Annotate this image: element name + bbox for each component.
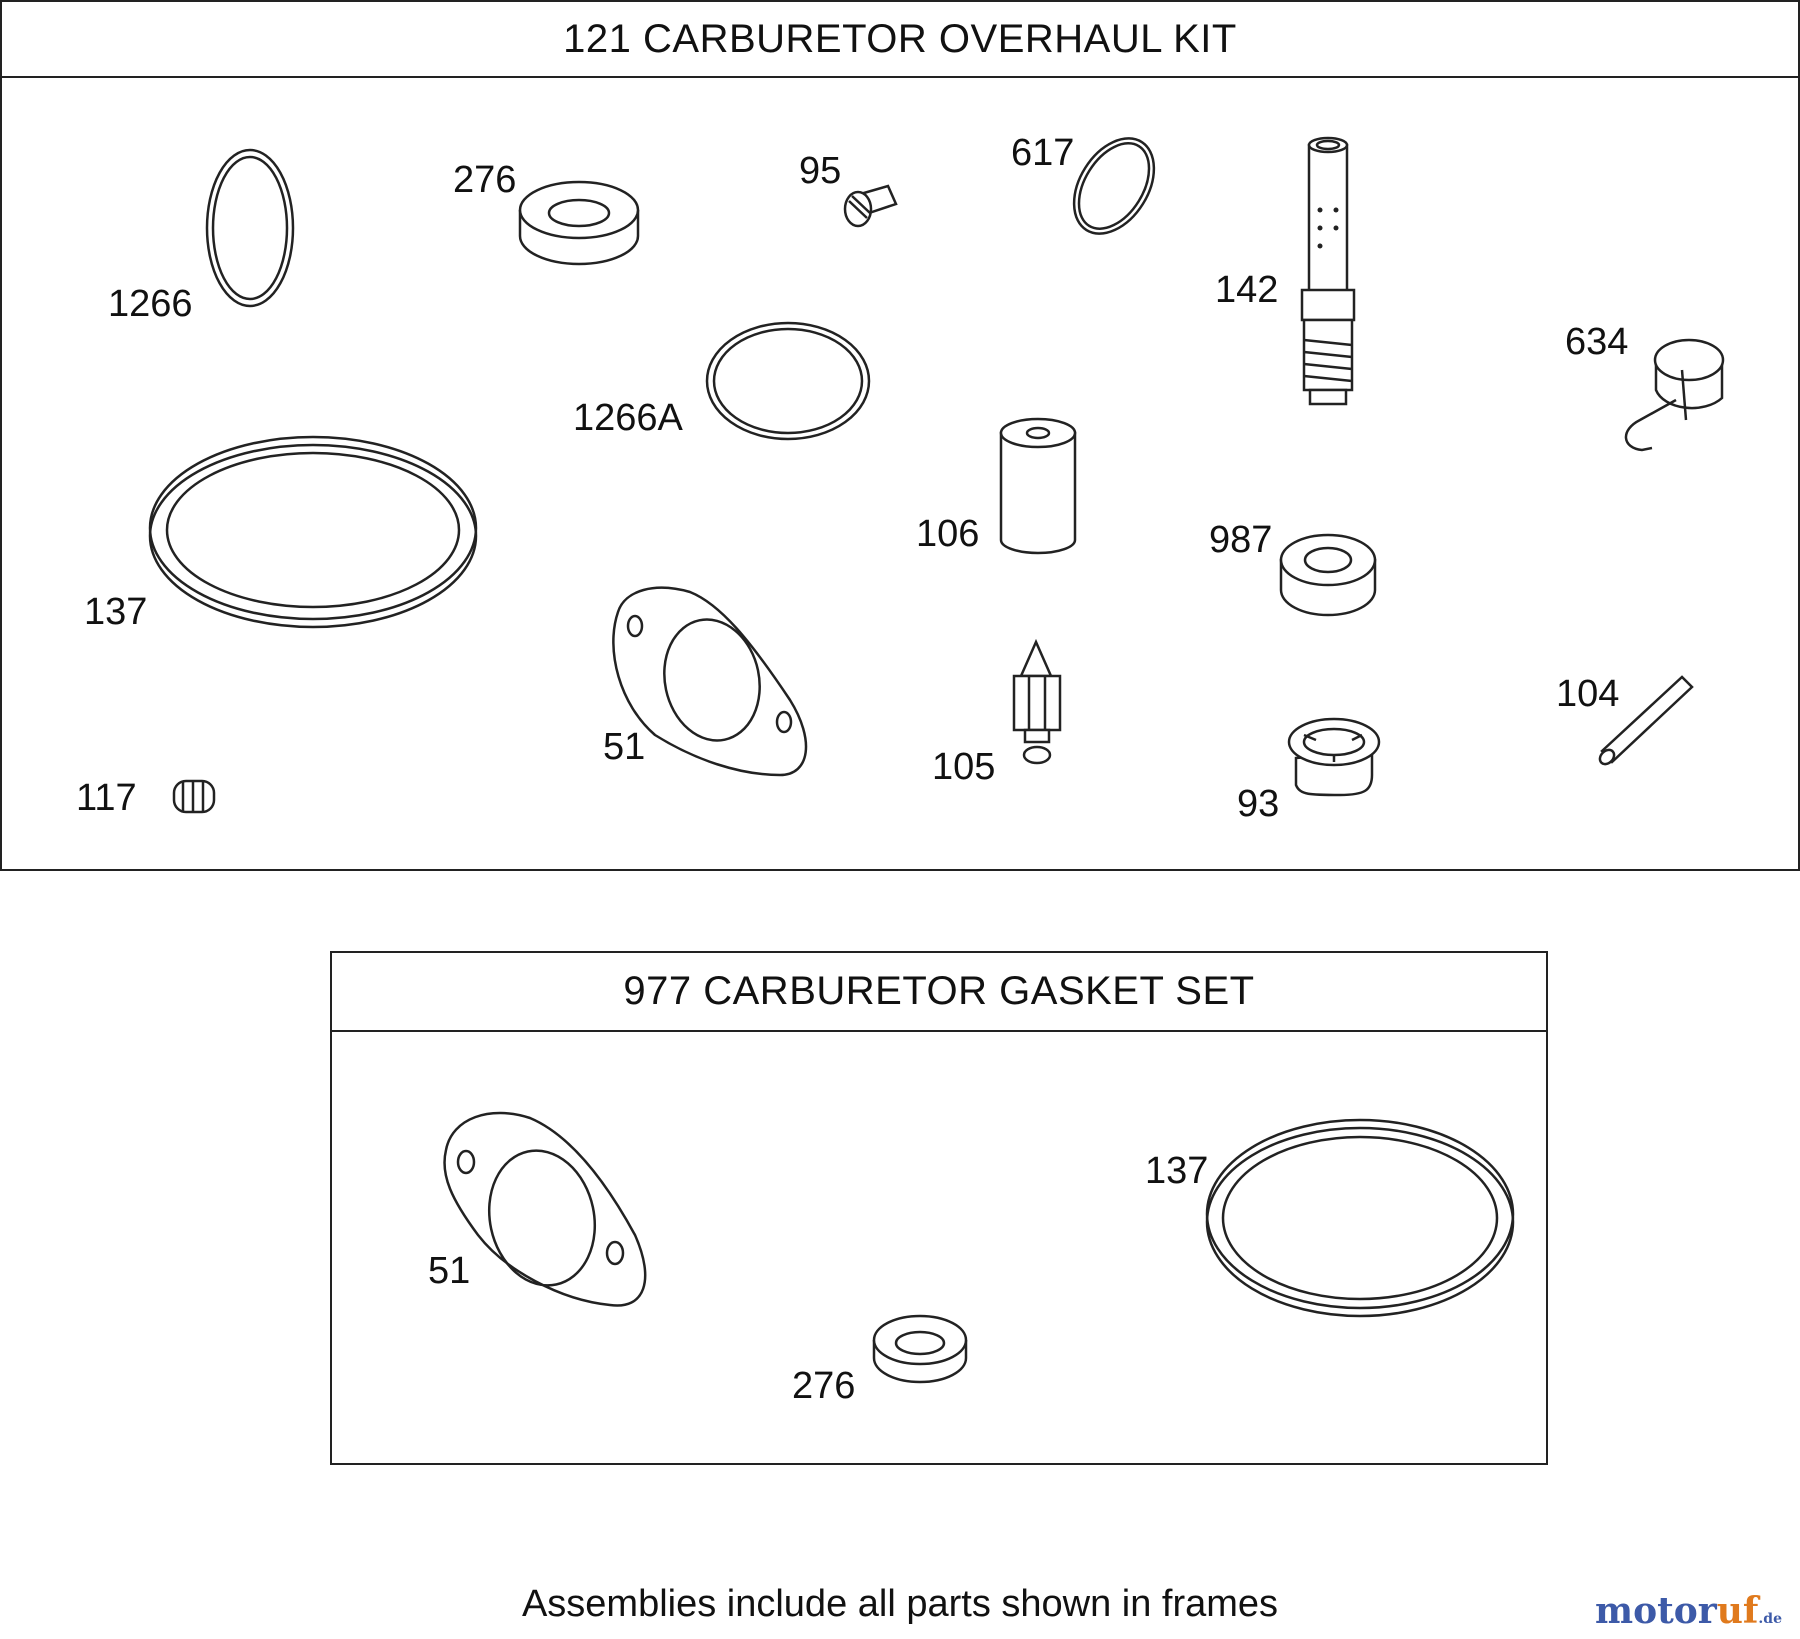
o-ring-1266 bbox=[205, 148, 295, 308]
spring-634 bbox=[1624, 338, 1725, 452]
needle-valve-105 bbox=[1012, 638, 1062, 765]
label-1266: 1266 bbox=[108, 283, 193, 325]
o-ring-1266a bbox=[705, 321, 871, 441]
gasket-set-flange-51 bbox=[443, 1111, 647, 1307]
gasket-set-label-276: 276 bbox=[792, 1365, 855, 1407]
label-117: 117 bbox=[76, 777, 137, 819]
gasket-set-washer-276 bbox=[872, 1314, 968, 1384]
screw-95 bbox=[843, 184, 898, 228]
label-93: 93 bbox=[1237, 783, 1279, 825]
bushing-987 bbox=[1279, 533, 1377, 617]
gasket-set-ring-137 bbox=[1205, 1118, 1515, 1318]
label-1266a: 1266A bbox=[573, 397, 684, 439]
label-137: 137 bbox=[84, 591, 147, 633]
flange-gasket-51 bbox=[612, 586, 808, 777]
spring-117 bbox=[172, 779, 216, 814]
overhaul-kit-frame: 121 CARBURETOR OVERHAUL KIT bbox=[0, 0, 1800, 871]
pin-104 bbox=[1598, 675, 1694, 766]
float-106 bbox=[999, 417, 1077, 555]
label-617: 617 bbox=[1011, 132, 1074, 174]
tube-142 bbox=[1300, 136, 1356, 406]
washer-276 bbox=[518, 180, 640, 266]
watermark-logo: motoruf.de bbox=[1595, 1590, 1782, 1632]
label-987: 987 bbox=[1209, 519, 1272, 561]
label-95: 95 bbox=[799, 150, 841, 192]
label-51: 51 bbox=[603, 726, 645, 768]
label-276: 276 bbox=[453, 159, 516, 201]
label-105: 105 bbox=[932, 746, 995, 788]
gasket-set-label-51: 51 bbox=[428, 1250, 470, 1292]
gasket-set-label-137: 137 bbox=[1145, 1150, 1208, 1192]
label-106: 106 bbox=[916, 513, 979, 555]
label-104: 104 bbox=[1556, 673, 1619, 715]
gasket-ring-137 bbox=[148, 435, 478, 629]
label-142: 142 bbox=[1215, 269, 1278, 311]
gasket-set-title: 977 CARBURETOR GASKET SET bbox=[332, 953, 1546, 1032]
seat-93 bbox=[1287, 717, 1381, 797]
ring-617 bbox=[1072, 137, 1156, 235]
overhaul-kit-title: 121 CARBURETOR OVERHAUL KIT bbox=[2, 2, 1798, 78]
label-634: 634 bbox=[1565, 321, 1628, 363]
footer-note: Assemblies include all parts shown in fr… bbox=[521, 1583, 1279, 1625]
